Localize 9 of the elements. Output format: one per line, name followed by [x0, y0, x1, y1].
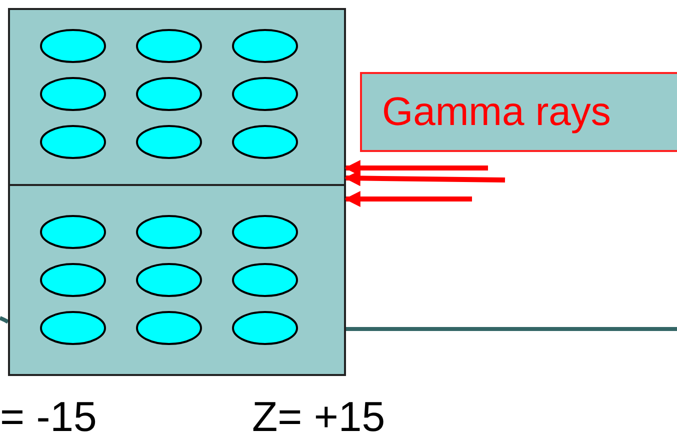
- coordinate-label: = -15: [0, 396, 97, 438]
- box-label: Gamma rays: [382, 92, 611, 132]
- arrow: [344, 160, 488, 176]
- detector-block: [8, 8, 346, 186]
- arrow: [344, 170, 506, 186]
- detector-block: [8, 184, 346, 376]
- coordinate-label: Z= +15: [252, 396, 386, 438]
- text-box: [360, 72, 677, 152]
- arrow: [344, 191, 472, 207]
